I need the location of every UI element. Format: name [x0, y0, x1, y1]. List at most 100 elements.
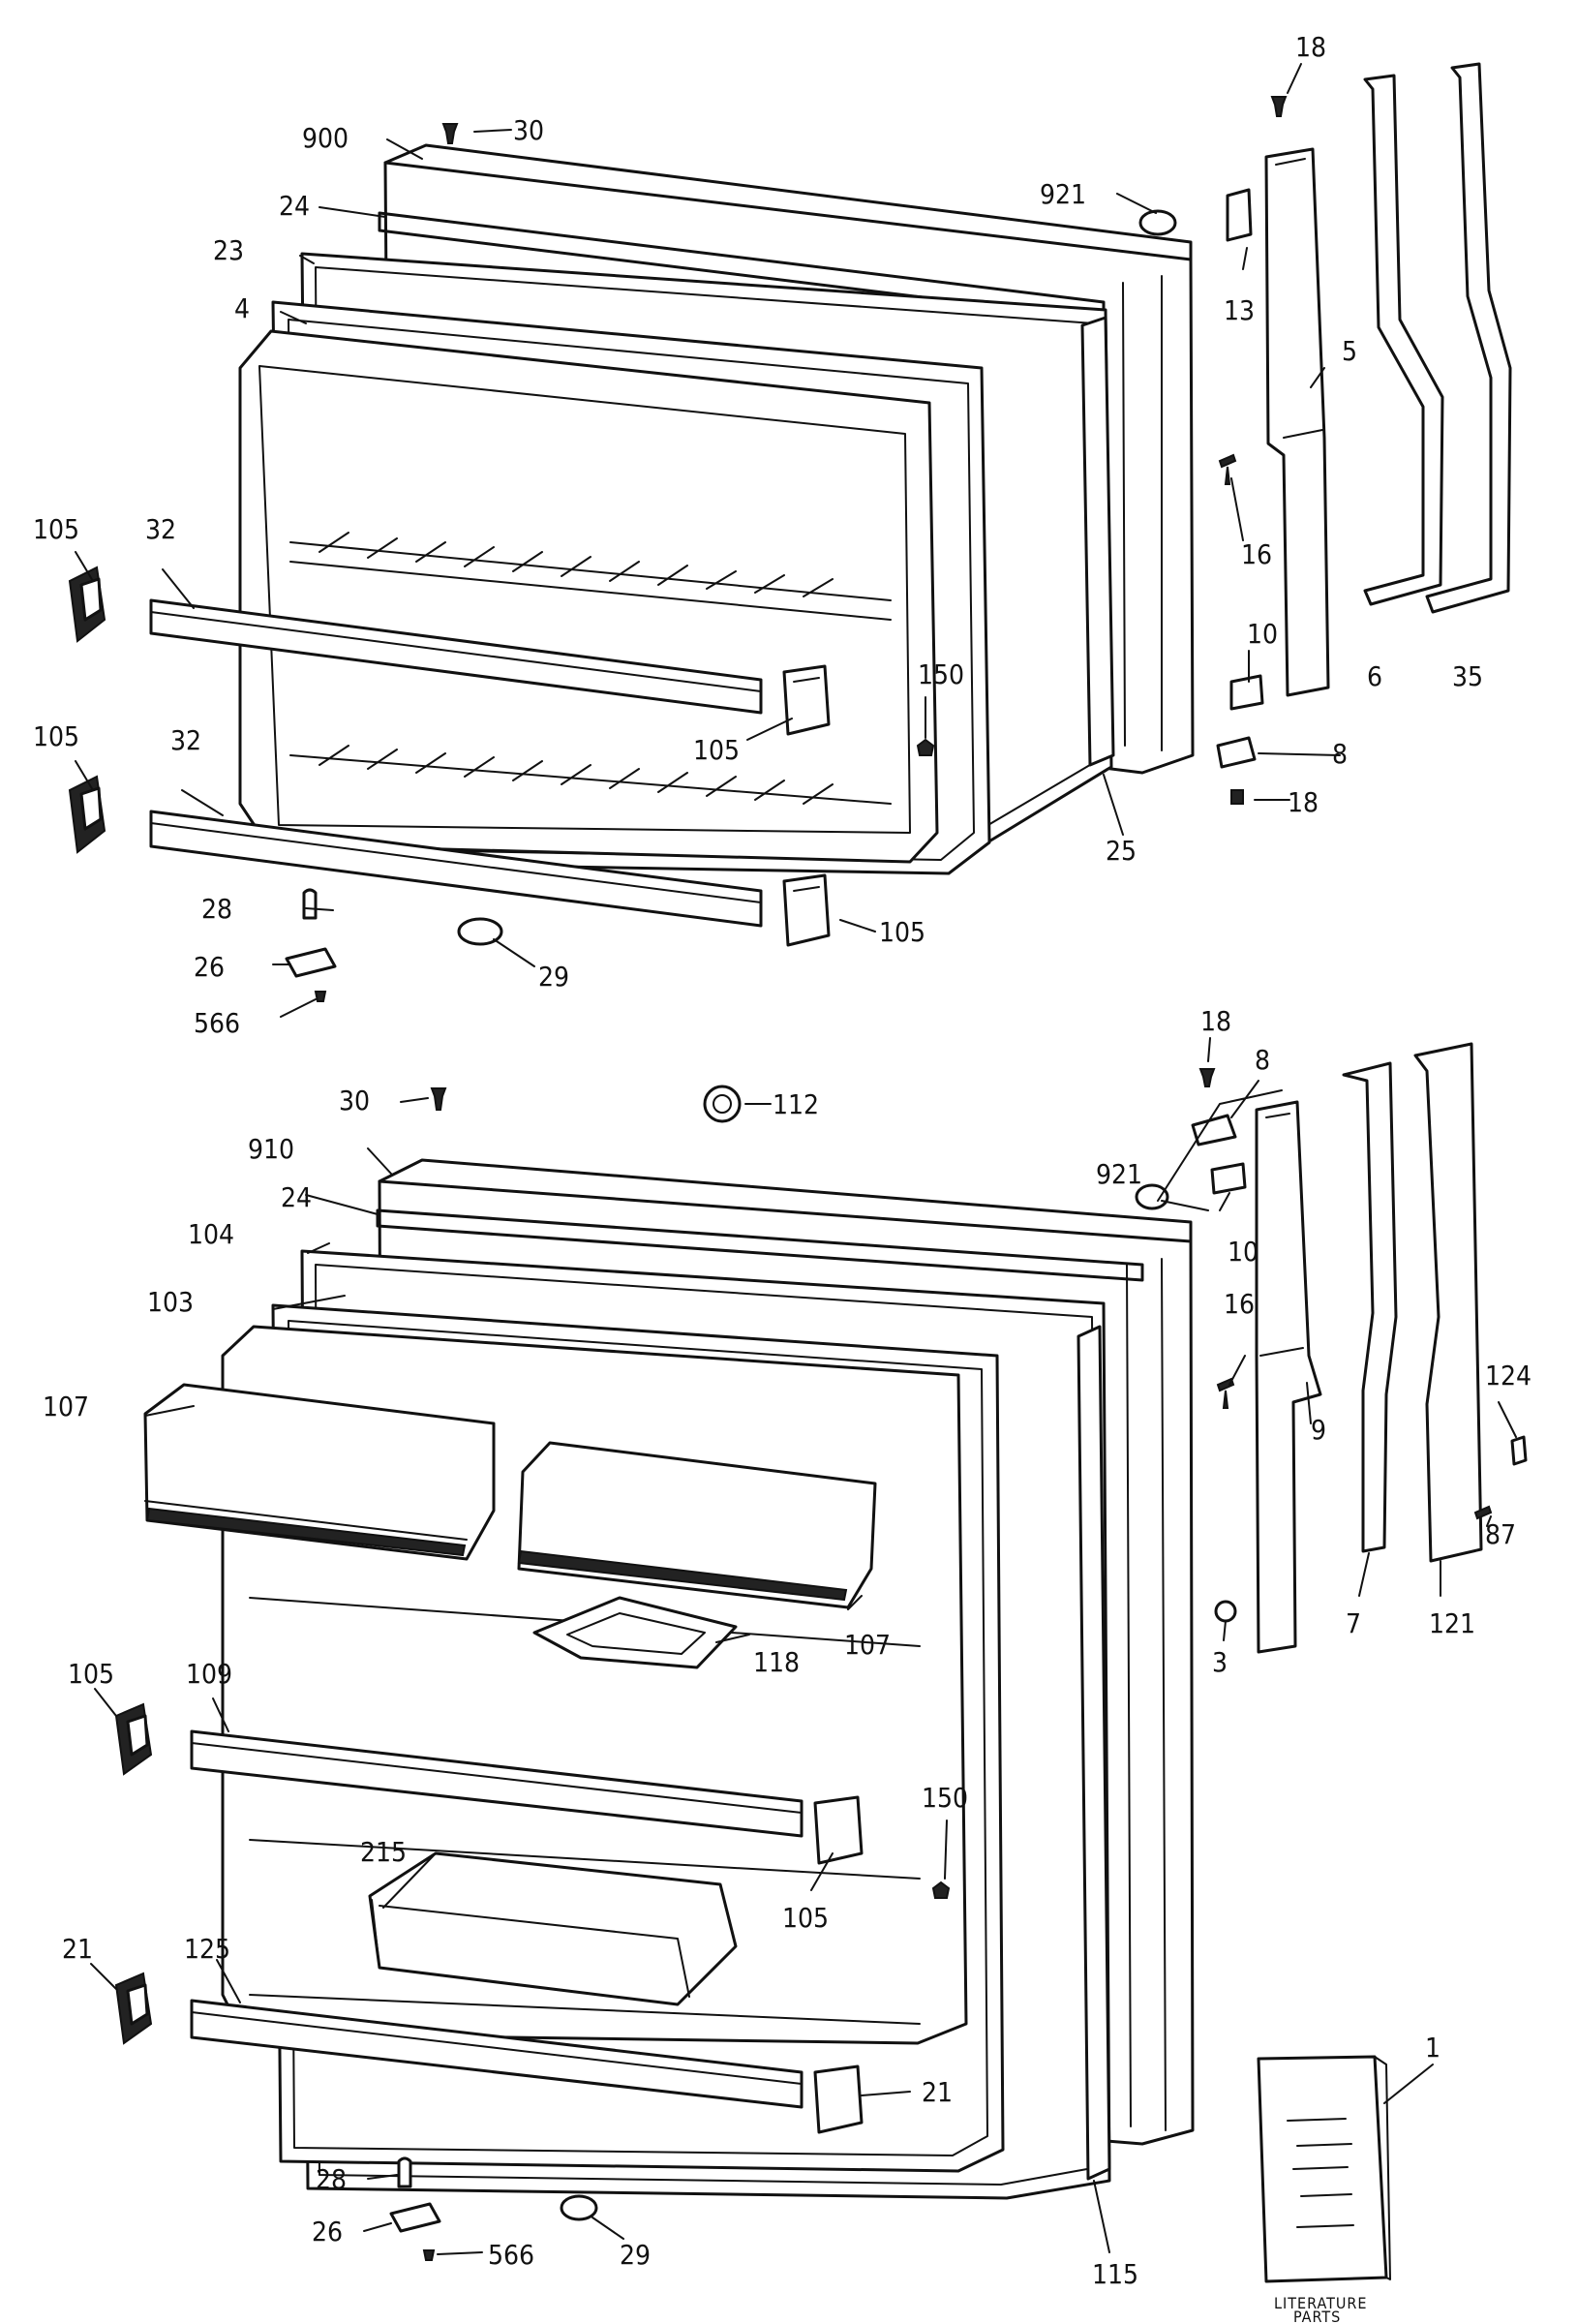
callout-10-low: 10 [1228, 1236, 1259, 1268]
part-13 [1226, 188, 1253, 242]
callout-105-f: 105 [782, 1902, 829, 1934]
callout-18-top: 18 [1295, 31, 1326, 63]
plug-29-top [457, 917, 503, 946]
callout-109: 109 [186, 1658, 232, 1690]
callout-124: 124 [1485, 1360, 1532, 1391]
hinge-bracket-121 [1413, 1042, 1483, 1563]
part-124 [1510, 1435, 1528, 1466]
door-bin-107-left [143, 1383, 496, 1561]
freezer-hinge-cover [1264, 147, 1330, 697]
part-3 [1214, 1600, 1237, 1623]
callout-104: 104 [188, 1218, 234, 1250]
door-bin-107-right [517, 1441, 877, 1609]
callout-105-c: 105 [693, 734, 740, 766]
callout-112: 112 [773, 1088, 819, 1120]
screw-30-low [430, 1087, 447, 1111]
callout-105-d: 105 [879, 916, 925, 948]
shelf-bar-109 [190, 1729, 804, 1838]
part-10-top [1229, 674, 1264, 711]
callout-16-low: 16 [1224, 1288, 1255, 1320]
literature-booklet [1257, 2055, 1391, 2283]
callout-900: 900 [302, 122, 349, 154]
callout-13: 13 [1224, 294, 1255, 326]
callout-26-low: 26 [312, 2216, 343, 2248]
screw-566-low [422, 2249, 436, 2261]
callout-32-b: 32 [170, 724, 201, 756]
shelf-clip-105-a [68, 566, 106, 643]
fresh-food-top-strip [376, 1208, 1144, 1282]
part-26-low [389, 2202, 441, 2233]
freezer-door-assembly [68, 62, 1512, 1002]
part-28-top [302, 888, 318, 920]
literature-label-line1: LITERATURE [1274, 2294, 1368, 2312]
callout-566-low: 566 [488, 2239, 534, 2271]
callout-9: 9 [1311, 1414, 1326, 1446]
callout-107-b: 107 [844, 1629, 891, 1661]
callout-16-top: 16 [1241, 538, 1272, 570]
shelf-clip-105-c [782, 664, 831, 736]
callout-5: 5 [1342, 335, 1357, 367]
callout-10-top: 10 [1247, 618, 1278, 650]
fresh-food-door-assembly [114, 1042, 1528, 2261]
callout-125: 125 [184, 1933, 230, 1965]
callout-24-low: 24 [281, 1181, 312, 1213]
callout-105-b: 105 [33, 720, 79, 752]
leader-lines [75, 63, 1517, 2255]
callout-115: 115 [1092, 2258, 1138, 2290]
callout-4: 4 [234, 292, 250, 324]
screw-16-low [1216, 1377, 1235, 1409]
fresh-food-seal-strip [1077, 1325, 1111, 2181]
callout-118: 118 [753, 1646, 800, 1678]
callout-105-e: 105 [68, 1658, 114, 1690]
shelf-clip-21-b [813, 2064, 864, 2134]
egg-tray-118 [532, 1596, 738, 1669]
callout-6: 6 [1367, 660, 1382, 692]
callout-30-top: 30 [513, 114, 544, 146]
screw-150-low [931, 1881, 951, 1899]
freezer-shelf-bar-lower [149, 810, 763, 928]
callout-21-b: 21 [922, 2076, 953, 2108]
plug-112 [703, 1085, 742, 1123]
plug-112-inner [713, 1094, 732, 1114]
callout-28-low: 28 [316, 2163, 347, 2195]
shelf-clip-21-a [114, 1972, 153, 2045]
part-26-top [285, 947, 337, 978]
callout-32-a: 32 [145, 513, 176, 545]
callout-26-top: 26 [194, 951, 225, 983]
callout-24-top: 24 [279, 190, 310, 222]
callout-150-top: 150 [918, 658, 964, 690]
callout-1: 1 [1425, 2032, 1441, 2064]
screw-30-top [441, 123, 459, 144]
screw-18-mid [1230, 789, 1244, 805]
hinge-bracket-7 [1342, 1061, 1398, 1553]
literature-label-line2: PARTS [1293, 2308, 1341, 2324]
screw-18-top [1270, 96, 1288, 117]
plug-29-low [560, 2194, 598, 2221]
callout-103: 103 [147, 1286, 194, 1318]
part-28-low [397, 2156, 412, 2188]
part-8-low [1191, 1114, 1237, 1147]
callout-7: 7 [1346, 1607, 1361, 1639]
screw-150-top [916, 738, 935, 756]
shelf-clip-105-e [114, 1702, 153, 1776]
callout-28-top: 28 [201, 893, 232, 925]
screw-18-low [1198, 1068, 1216, 1087]
callout-921-top: 921 [1040, 178, 1086, 210]
screw-87 [1473, 1505, 1493, 1520]
plug-921-top [1138, 209, 1177, 236]
part-10-low [1210, 1162, 1247, 1195]
freezer-inner-bin [238, 329, 939, 864]
callout-labels: 30 900 24 23 4 921 18 13 5 16 10 6 35 8 … [33, 31, 1532, 2324]
callout-121: 121 [1429, 1607, 1475, 1639]
callout-215: 215 [360, 1836, 407, 1868]
callout-21-a: 21 [62, 1933, 93, 1965]
callout-150-low: 150 [922, 1782, 968, 1814]
callout-25: 25 [1106, 835, 1137, 867]
screw-566-top [314, 991, 327, 1002]
shelf-bar-125 [190, 1999, 804, 2109]
plug-921-low [1135, 1183, 1169, 1210]
part-8-top [1216, 736, 1257, 769]
callout-18-mid: 18 [1288, 786, 1319, 818]
callout-30-low: 30 [339, 1085, 370, 1116]
